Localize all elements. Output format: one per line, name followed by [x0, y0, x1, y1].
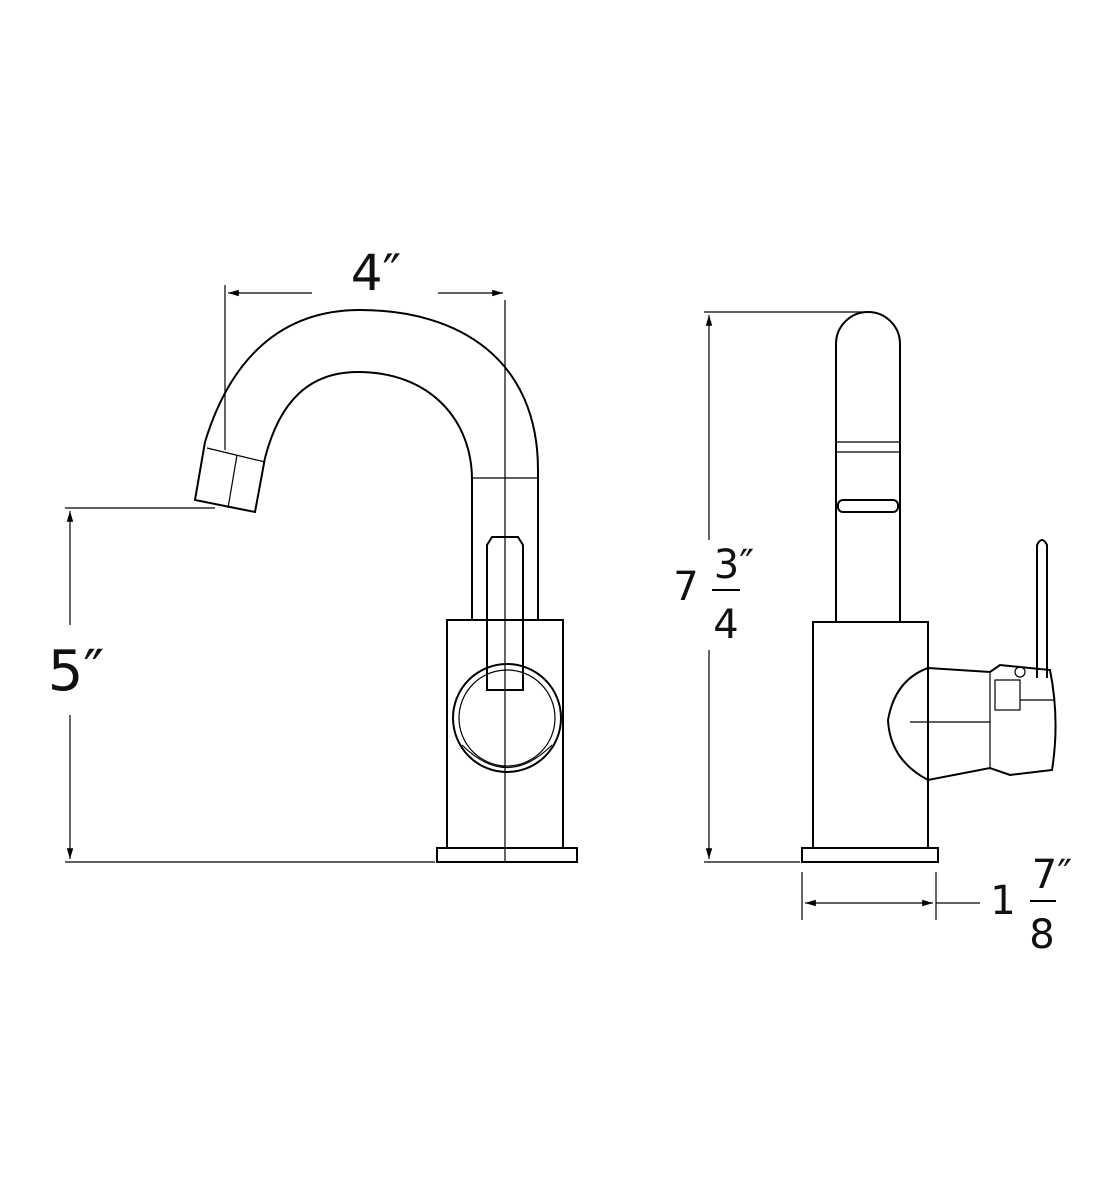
faucet-body-side [801, 621, 1057, 863]
reach-label: 4″ [351, 244, 402, 302]
spout-side [835, 311, 901, 622]
spout [193, 300, 539, 862]
dimension-spout-height: 5″ [48, 507, 435, 863]
base-whole: 1 [990, 878, 1015, 924]
height-whole: 7 [673, 564, 698, 610]
front-view: 4″ 5″ [48, 244, 578, 863]
faucet-body [436, 619, 578, 863]
lever-side [1014, 539, 1048, 678]
base-denominator: 8 [1029, 912, 1054, 958]
spout-height-label: 5″ [48, 639, 105, 704]
dimension-total-height: 7 3″ 4 [673, 311, 866, 863]
dimension-base-width: 1 7″ 8 [801, 852, 1072, 958]
height-denominator: 4 [713, 602, 738, 648]
height-numerator: 3″ [714, 542, 754, 588]
side-view: 7 3″ 4 1 7″ 8 [673, 311, 1072, 958]
base-numerator: 7″ [1032, 852, 1072, 898]
handle [452, 536, 562, 773]
dimension-reach: 4″ [224, 244, 503, 450]
